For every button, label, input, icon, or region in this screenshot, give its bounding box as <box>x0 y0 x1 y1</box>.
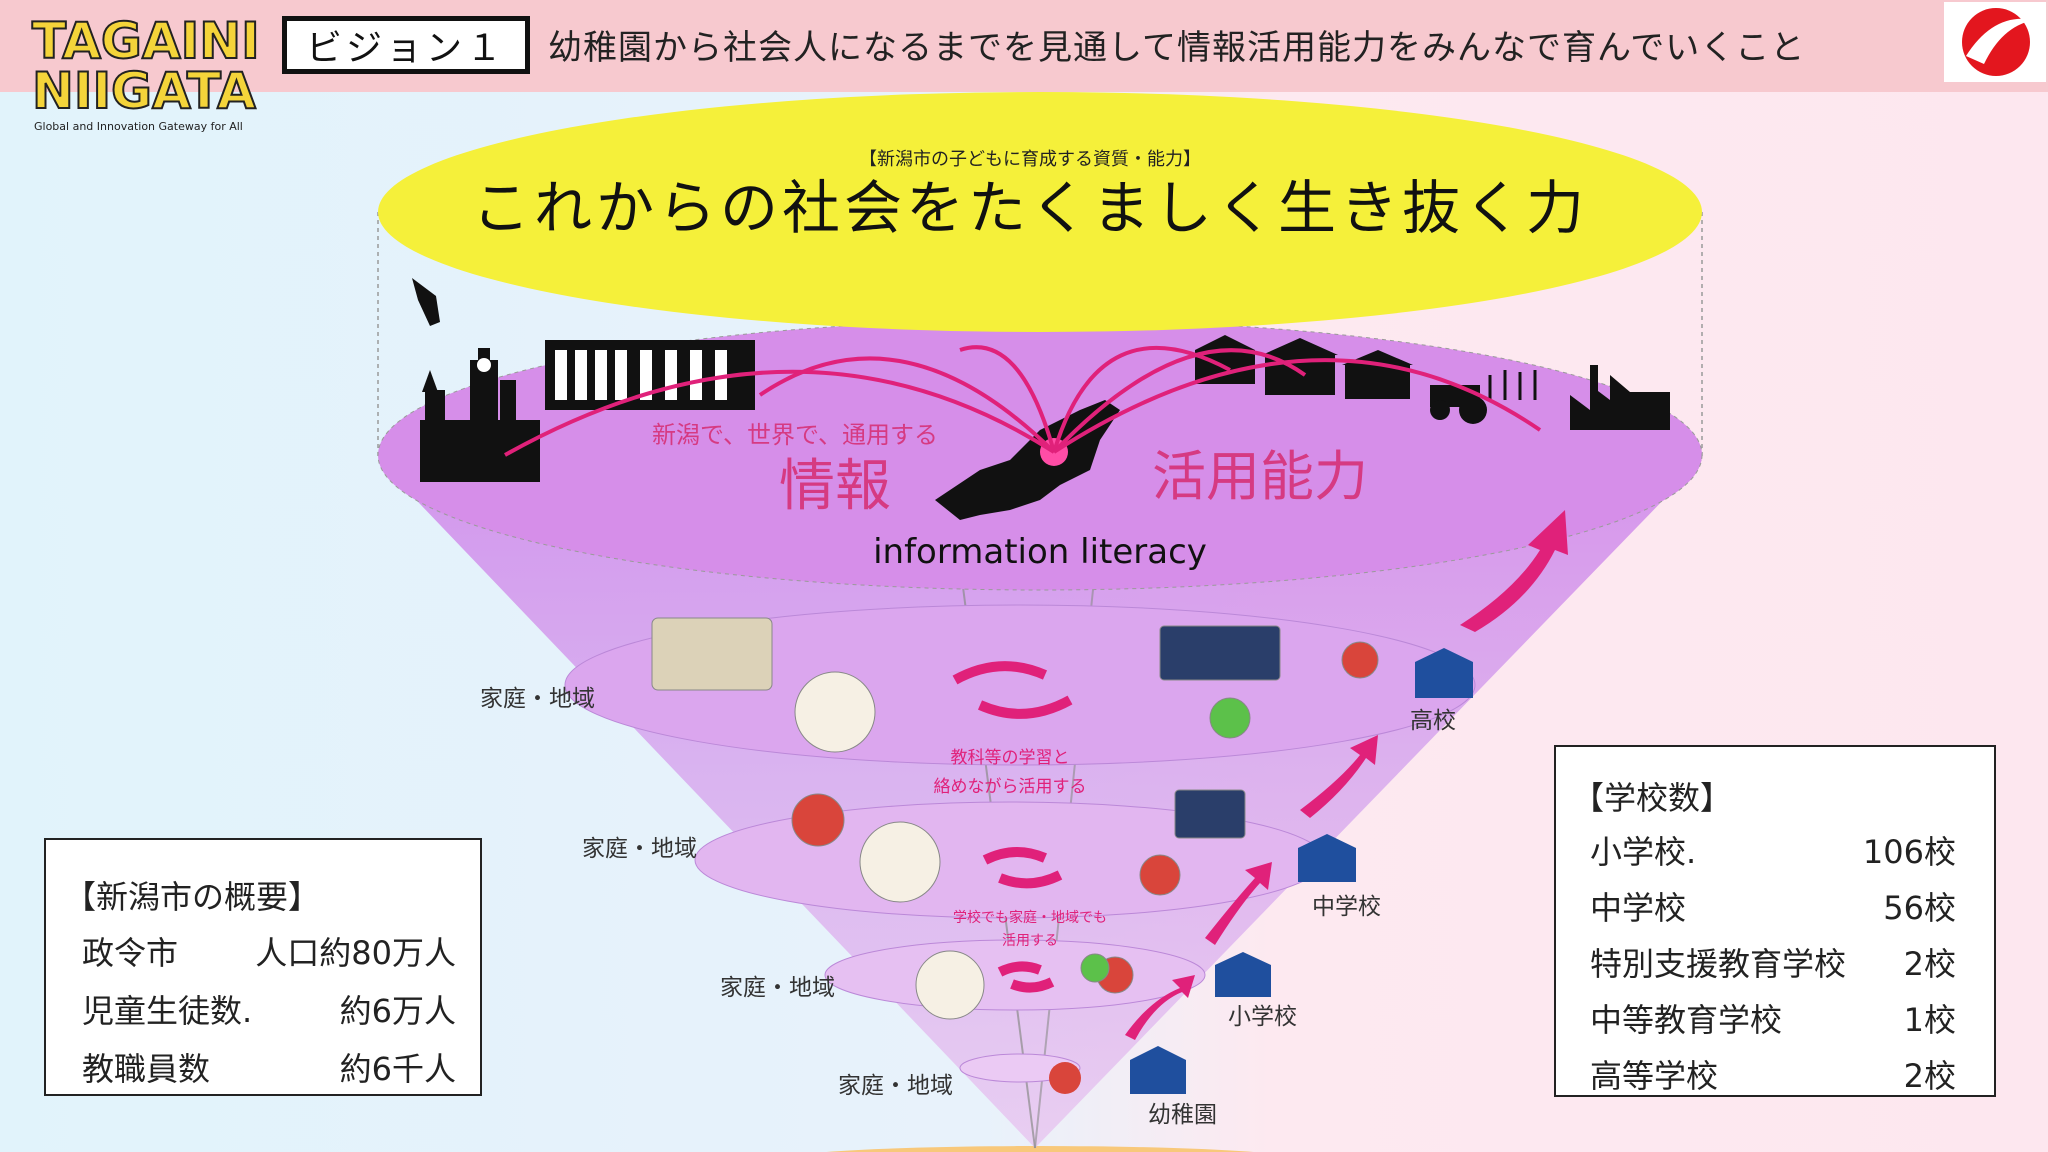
schools-count-label: 中等教育学校 <box>1590 1001 1783 1039</box>
schools-count-value: 1校 <box>1903 1001 1956 1039</box>
school-building-icon-kinder <box>1130 1046 1186 1094</box>
home-region-label-elementary: 家庭・地域 <box>720 975 835 1001</box>
school-label-high: 高校 <box>1410 708 1456 734</box>
rocket-icon <box>412 278 440 326</box>
home-region-label-middle: 家庭・地域 <box>582 836 697 862</box>
overview-row-label: 政令市 <box>82 934 179 972</box>
schools-count-value: 2校 <box>1903 1057 1956 1095</box>
children-illustration-middle <box>791 789 1246 903</box>
schools-count-row: 特別支援教育学校 2校 <box>1572 939 1956 985</box>
home-region-label-kinder: 家庭・地域 <box>838 1073 953 1099</box>
bottom-glow <box>826 1146 1254 1152</box>
schools-count-box: 【学校数】 小学校. 106校 中学校 56校 特別支援教育学校 2校 中等教育… <box>1554 745 1996 1097</box>
overview-row: 児童生徒数. 約6万人 <box>64 986 456 1032</box>
growth-arrows <box>1125 510 1568 1040</box>
schools-count-value: 56校 <box>1883 889 1956 927</box>
cycle-arrows <box>952 661 1073 993</box>
schools-count-row: 小学校. 106校 <box>1572 827 1956 873</box>
school-building-icon-middle <box>1298 834 1356 882</box>
school-building-icon-elementary <box>1215 952 1271 997</box>
wheat-icon <box>1488 370 1537 400</box>
svg-text:NIIGATA: NIIGATA <box>32 62 256 120</box>
overview-box: 【新潟市の概要】 政令市 人口約80万人 児童生徒数. 約6万人 教職員数 約6… <box>44 838 482 1096</box>
caption-subject-learning: 教科等の学習と <box>951 748 1070 768</box>
children-illustration-elementary <box>915 950 1134 1020</box>
top-layer-word-left: 情報 <box>779 454 891 519</box>
caption-apply-while-linking: 絡めながら活用する <box>934 777 1087 797</box>
overview-row-value: 約6千人 <box>339 1050 456 1088</box>
children-illustration-kinder <box>1049 1062 1081 1094</box>
home-region-label-high: 家庭・地域 <box>480 686 595 712</box>
schools-count-label: 中学校 <box>1590 889 1687 927</box>
school-label-kinder: 幼稚園 <box>1148 1102 1217 1128</box>
overview-row-value: 約6万人 <box>339 992 456 1030</box>
city-skyline-icon <box>420 340 755 482</box>
ellipse-small-heading: 【新潟市の子どもに育成する資質・能力】 <box>859 149 1201 170</box>
schools-count-label: 特別支援教育学校 <box>1590 945 1847 983</box>
children-illustration-high <box>651 617 1379 753</box>
svg-text:Global and Innovation Gateway: Global and Innovation Gateway for All <box>34 120 243 133</box>
schools-count-label: 小学校. <box>1590 833 1697 871</box>
factory-icon <box>1570 365 1670 430</box>
red-swoosh-logo <box>1944 2 2046 82</box>
vision-ellipse <box>378 92 1702 332</box>
schools-count-row: 高等学校 2校 <box>1572 1051 1956 1097</box>
schools-count-row: 中等教育学校 1校 <box>1572 995 1956 1041</box>
top-layer-english: information literacy <box>873 532 1207 572</box>
schools-count-row: 中学校 56校 <box>1572 883 1956 929</box>
top-layer-word-right: 活用能力 <box>1152 445 1368 508</box>
school-label-elementary: 小学校 <box>1228 1004 1297 1030</box>
vision-label: ビジョン１ <box>282 16 530 74</box>
schools-count-value: 106校 <box>1862 833 1956 871</box>
overview-row-value: 人口約80万人 <box>255 934 456 972</box>
school-building-icon-high <box>1415 648 1473 698</box>
connection-arcs <box>504 345 1542 457</box>
overview-row-label: 児童生徒数. <box>82 992 253 1030</box>
ellipse-main-heading: これからの社会をたくましく生き抜く力 <box>472 174 1588 242</box>
schools-count-title: 【学校数】 <box>1572 779 1733 817</box>
schools-count-label: 高等学校 <box>1590 1057 1719 1095</box>
level-disc-elementary <box>824 939 1206 1011</box>
caption-apply: 活用する <box>1002 933 1058 949</box>
overview-row: 政令市 人口約80万人 <box>64 928 456 974</box>
overview-row: 教職員数 約6千人 <box>64 1044 456 1090</box>
svg-text:TAGAINI: TAGAINI <box>32 12 260 70</box>
overview-title: 【新潟市の概要】 <box>64 878 321 916</box>
overview-row-label: 教職員数 <box>82 1050 211 1088</box>
caption-school-and-home: 学校でも家庭・地域でも <box>953 909 1107 926</box>
schools-count-value: 2校 <box>1903 945 1956 983</box>
vision-text: 幼稚園から社会人になるまでを見通して情報活用能力をみんなで育んでいくこと <box>548 28 1806 68</box>
school-label-middle: 中学校 <box>1312 894 1381 920</box>
top-layer-subtitle: 新潟で、世界で、通用する <box>652 421 938 449</box>
tagai-niigata-logo: TAGAINI NIIGATA Global and Innovation Ga… <box>28 8 268 138</box>
